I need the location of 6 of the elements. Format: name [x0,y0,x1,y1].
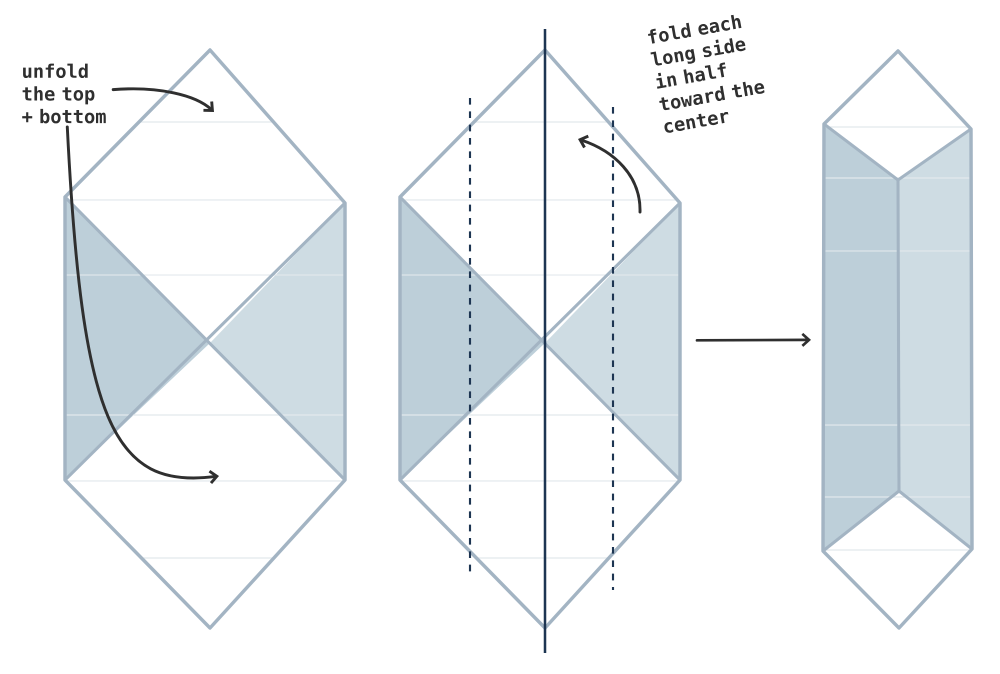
instruction-note: fold each long side in half toward the center [648,14,764,133]
arrow [696,332,811,347]
folded-paper [821,49,974,630]
curved-arrow [112,87,214,112]
instruction-note: unfold the top + bottom [22,64,106,124]
curved-arrow [66,126,220,484]
